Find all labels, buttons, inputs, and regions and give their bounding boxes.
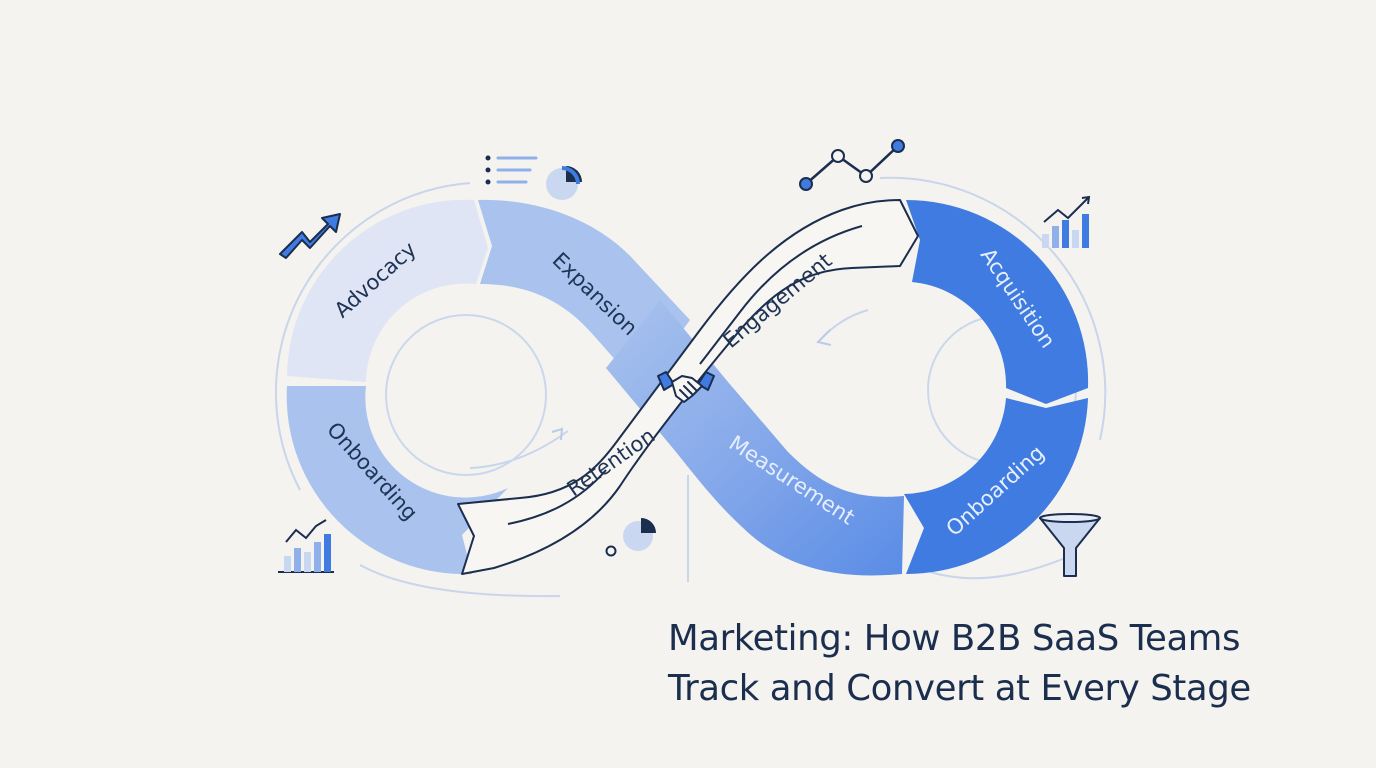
guide-arrowheads: [551, 329, 832, 441]
page-title: Marketing: How B2B SaaS Teams Track and …: [668, 614, 1251, 714]
trend-arrow-icon: [279, 213, 341, 259]
stage-onboarding-left: [286, 386, 508, 575]
stage-advocacy: [287, 199, 488, 382]
title-line-2: Track and Convert at Every Stage: [668, 668, 1251, 709]
list-icon: [485, 155, 538, 185]
dot-icon: [605, 545, 617, 557]
handshake-icon: [657, 371, 715, 403]
title-line-1: Marketing: How B2B SaaS Teams: [668, 618, 1241, 659]
funnel-icon: [1039, 513, 1101, 577]
pie-chart-icon: [546, 166, 582, 200]
bar-chart-icon-small: [278, 519, 334, 573]
stage-acquisition: [906, 199, 1089, 404]
inner-guide-left: [385, 314, 547, 476]
guide-arcs: [275, 176, 1107, 598]
bar-chart-icon: [1042, 195, 1091, 248]
stage-onboarding-right: [904, 398, 1088, 574]
pie-chart-icon-small: [623, 518, 656, 551]
line-graph-icon: [799, 139, 905, 191]
